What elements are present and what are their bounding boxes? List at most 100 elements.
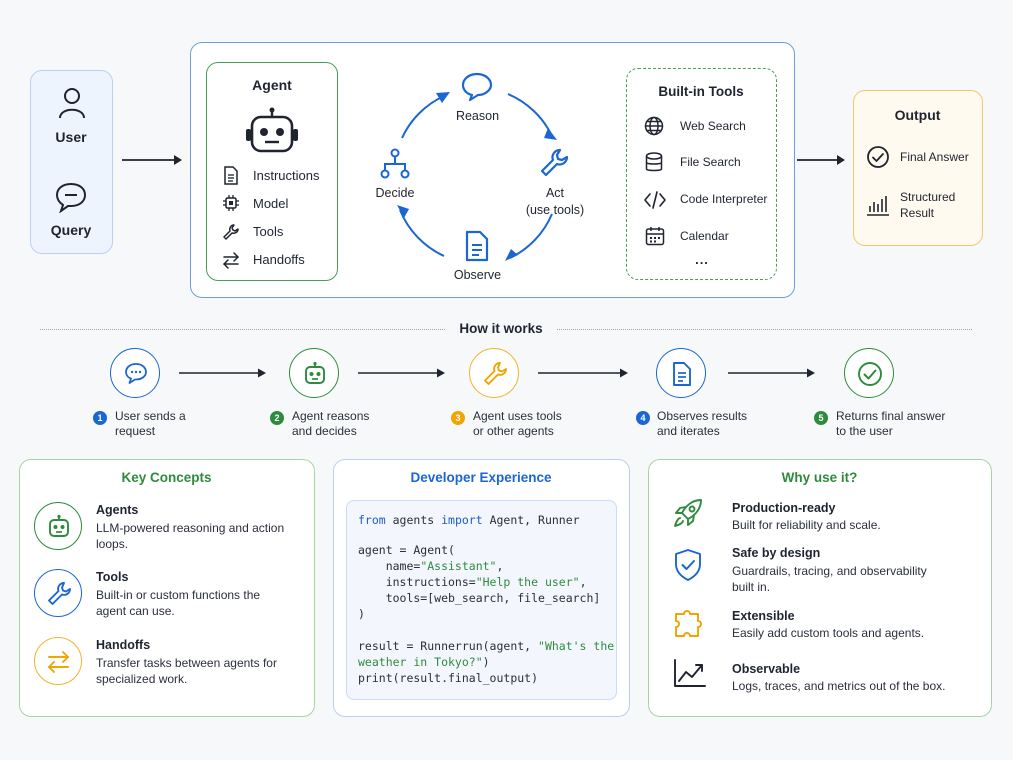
step-chat-icon bbox=[125, 363, 147, 384]
step-1-line2: request bbox=[115, 424, 156, 438]
code-text: ) bbox=[482, 655, 490, 669]
code-keyword: from bbox=[358, 513, 386, 527]
builtin-tools-panel: Built-in Tools Web Search File Search Co… bbox=[626, 68, 777, 280]
calendar-icon bbox=[645, 226, 665, 246]
step-check-icon bbox=[858, 362, 882, 386]
why-safe-line1: Guardrails, tracing, and observability bbox=[732, 564, 927, 578]
tool-file-search: File Search bbox=[680, 155, 741, 169]
tools-more-ellipsis: ... bbox=[695, 252, 709, 267]
code-keyword: import bbox=[441, 513, 483, 527]
step-3-circle bbox=[469, 348, 519, 398]
key-concepts-title: Key Concepts bbox=[121, 470, 212, 485]
kc-agents-line1: LLM-powered reasoning and action bbox=[96, 521, 285, 535]
step-5-badge: 5 bbox=[814, 411, 828, 425]
code-string: "Assistant" bbox=[420, 559, 497, 573]
step-4-line1: Observes results bbox=[657, 409, 748, 423]
wrench-icon bbox=[48, 582, 71, 605]
loop-act-label: Act bbox=[545, 186, 565, 200]
code-line-1: from agents import Agent, Runner bbox=[358, 513, 580, 529]
swap-arrows-icon bbox=[48, 651, 69, 673]
step-arrow-1 bbox=[179, 368, 266, 378]
step-4-circle bbox=[656, 348, 706, 398]
step-document-icon bbox=[673, 362, 691, 386]
step-2-line2: and decides bbox=[292, 424, 357, 438]
code-line-3: agent = Agent( bbox=[358, 543, 455, 557]
why-production-line1: Built for reliability and scale. bbox=[732, 518, 881, 532]
shield-check-icon bbox=[673, 548, 703, 582]
code-string: "Help the user" bbox=[475, 575, 580, 589]
code-text: , bbox=[579, 575, 587, 589]
rocket-icon bbox=[671, 496, 705, 530]
step-3-line1: Agent uses tools bbox=[473, 409, 562, 423]
step-5-line2: to the user bbox=[836, 424, 893, 438]
developer-experience-panel: Developer Experience from agents import … bbox=[333, 459, 630, 717]
wrench-icon bbox=[222, 223, 240, 241]
loop-act-sublabel: (use tools) bbox=[525, 203, 585, 217]
trend-chart-icon bbox=[673, 658, 707, 688]
kc-handoffs-icon-circle bbox=[34, 637, 82, 685]
why-observable-title: Observable bbox=[732, 662, 801, 676]
code-icon bbox=[643, 191, 667, 209]
step-2-line1: Agent reasons bbox=[292, 409, 370, 423]
code-line-9: result = Runnerrun(agent, "What's the bbox=[358, 639, 614, 655]
kc-tools-icon-circle bbox=[34, 569, 82, 617]
how-it-works-title: How it works bbox=[459, 321, 543, 336]
code-line-7: ) bbox=[358, 607, 365, 621]
kc-handoffs-line1: Transfer tasks between agents for bbox=[96, 656, 277, 670]
step-1-line1: User sends a bbox=[115, 409, 186, 423]
code-text: Agent, Runner bbox=[482, 513, 580, 527]
user-icon bbox=[58, 87, 86, 119]
input-panel: User Query bbox=[30, 70, 113, 254]
output-structured: Structured bbox=[900, 190, 956, 204]
step-arrow-3 bbox=[538, 368, 628, 378]
code-line-10: weather in Tokyo?") bbox=[358, 655, 490, 671]
document-icon bbox=[223, 166, 239, 185]
why-safe-line2: built in. bbox=[732, 580, 771, 594]
output-title: Output bbox=[894, 107, 941, 123]
agent-item-handoffs: Handoffs bbox=[253, 252, 305, 267]
step-1-circle bbox=[110, 348, 160, 398]
kc-tools-title: Tools bbox=[96, 570, 129, 584]
why-use-it-panel: Why use it? Production-ready Built for r… bbox=[648, 459, 992, 717]
robot-icon bbox=[243, 107, 301, 155]
puzzle-icon bbox=[672, 606, 706, 640]
kc-agents-icon-circle bbox=[34, 502, 82, 550]
tools-title: Built-in Tools bbox=[658, 84, 744, 99]
step-arrow-2 bbox=[358, 368, 445, 378]
swap-arrows-icon bbox=[222, 251, 240, 269]
step-5-line1: Returns final answer bbox=[836, 409, 946, 423]
agent-loop-arrows bbox=[397, 92, 557, 261]
kc-tools-line2: agent can use. bbox=[96, 604, 175, 618]
code-text: name= bbox=[358, 559, 421, 573]
code-block: from agents import Agent, Runner agent =… bbox=[346, 500, 617, 700]
code-text: instructions= bbox=[358, 575, 476, 589]
loop-reason-label: Reason bbox=[455, 109, 500, 123]
kc-handoffs-line2: specialized work. bbox=[96, 672, 188, 686]
reason-icon bbox=[461, 72, 493, 102]
why-production-title: Production-ready bbox=[732, 501, 836, 515]
check-circle-icon bbox=[866, 145, 890, 169]
why-extensible-title: Extensible bbox=[732, 609, 795, 623]
step-wrench-icon bbox=[484, 362, 507, 385]
step-4-line2: and iterates bbox=[657, 424, 720, 438]
decide-branch-icon bbox=[380, 148, 410, 180]
step-4-badge: 4 bbox=[636, 411, 650, 425]
act-wrench-icon bbox=[538, 147, 570, 179]
step-arrow-4 bbox=[728, 368, 815, 378]
agent-item-tools: Tools bbox=[253, 224, 284, 239]
step-5-circle bbox=[844, 348, 894, 398]
tool-code-interpreter: Code Interpreter bbox=[680, 192, 768, 206]
kc-handoffs-title: Handoffs bbox=[96, 638, 151, 652]
kc-agents-line2: loops. bbox=[96, 537, 129, 551]
code-line-11: print(result.final_output) bbox=[358, 671, 539, 685]
loop-observe-label: Observe bbox=[453, 268, 502, 282]
user-label: User bbox=[55, 129, 87, 145]
kc-agents-title: Agents bbox=[96, 503, 139, 517]
code-line-6: tools=[web_search, file_search] bbox=[358, 591, 601, 605]
code-text: , bbox=[496, 559, 504, 573]
kc-tools-line1: Built-in or custom functions the bbox=[96, 588, 261, 602]
step-2-circle bbox=[289, 348, 339, 398]
agent-title: Agent bbox=[252, 77, 292, 93]
chip-icon bbox=[222, 194, 240, 212]
code-line-4: name="Assistant", bbox=[358, 559, 504, 575]
